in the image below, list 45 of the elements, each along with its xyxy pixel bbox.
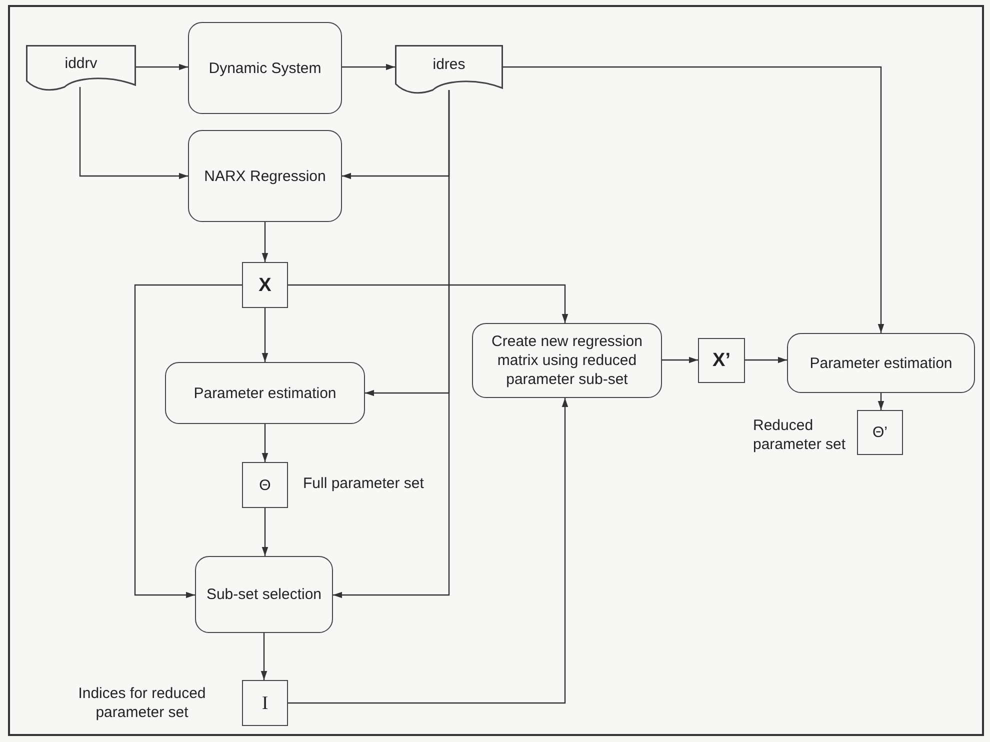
arrow — [288, 284, 568, 323]
node-label: Sub-set selection — [205, 585, 323, 604]
variable-box — [242, 262, 288, 308]
document-shape — [26, 45, 136, 89]
process-box — [195, 556, 333, 633]
arrow — [262, 424, 268, 462]
variable-box — [242, 462, 288, 508]
node-label: Create new regression matrix using reduced parameter sub-set — [490, 332, 644, 389]
node-label: Parameter estimation — [192, 384, 338, 402]
arrow — [134, 284, 242, 598]
process-box — [165, 362, 365, 424]
arrow — [262, 508, 268, 556]
node-label: Dynamic System — [208, 58, 322, 78]
arrow — [662, 356, 698, 364]
variable-box — [857, 410, 903, 455]
process-box — [188, 22, 342, 114]
node-label: Θ — [258, 476, 272, 494]
arrow — [342, 64, 395, 70]
node-label: idres — [432, 55, 466, 74]
node-label: X’ — [712, 351, 732, 370]
arrow — [503, 66, 884, 333]
arrow — [136, 64, 188, 70]
arrow — [262, 308, 268, 362]
node-label: Parameter estimation — [808, 354, 954, 372]
arrow — [333, 90, 450, 598]
arrow — [79, 87, 188, 180]
node-label: I — [260, 694, 270, 712]
annotation-text: Full parameter set — [303, 474, 425, 494]
process-box — [787, 333, 975, 393]
node-label: X — [258, 276, 272, 294]
document-shape — [395, 45, 503, 92]
node-label: Θ’ — [872, 423, 888, 442]
node-label: NARX Regression — [203, 166, 327, 186]
annotation-text: Reduced parameter set — [753, 416, 847, 454]
process-box — [472, 323, 662, 398]
arrow — [260, 633, 268, 680]
variable-box — [242, 680, 288, 726]
annotation-text: Indices for reduced parameter set — [77, 684, 207, 722]
variable-box — [698, 338, 745, 383]
arrow — [262, 222, 268, 262]
arrow — [878, 393, 884, 410]
arrow — [288, 398, 568, 704]
node-label: iddrv — [64, 54, 98, 72]
arrow — [745, 356, 787, 364]
process-box — [188, 130, 342, 222]
